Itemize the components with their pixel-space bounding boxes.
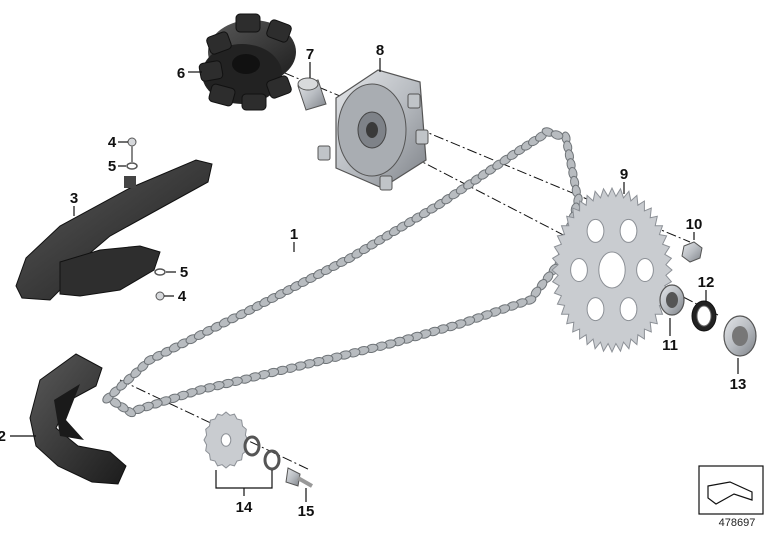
sprocket-hub xyxy=(220,433,232,447)
drive-chain xyxy=(102,127,583,418)
callout-12: 12 xyxy=(698,274,715,291)
washer-lower xyxy=(154,268,166,276)
axis-line-lower xyxy=(379,139,719,316)
sprocket-cutout xyxy=(619,297,638,322)
diagram-reference-number: 478697 xyxy=(718,517,756,529)
chain-guard-lower xyxy=(29,353,127,485)
sprocket-cutout xyxy=(570,258,588,282)
sprocket-cutout xyxy=(636,258,654,282)
sprocket-cutout xyxy=(586,297,605,322)
front-sprocket xyxy=(203,411,249,469)
chain-slider-upper xyxy=(15,159,213,301)
spacer-bush xyxy=(723,315,757,357)
screw-upper xyxy=(127,137,137,162)
sprocket-cutout xyxy=(586,218,605,243)
drive-flange-hub xyxy=(317,69,429,191)
chain-link xyxy=(550,130,564,140)
arrow-symbol-icon xyxy=(707,481,753,505)
callout-3: 3 xyxy=(70,190,78,207)
callout-1: 1 xyxy=(290,226,298,243)
cush-drive-rubbers xyxy=(198,13,296,111)
leader-lines xyxy=(10,58,739,502)
sprocket-cutout xyxy=(619,218,638,243)
callout-7: 7 xyxy=(306,46,314,63)
callout-10: 10 xyxy=(686,216,703,233)
callout-labels: 1 2 3 4 4 5 5 6 7 8 9 10 11 12 13 14 15 xyxy=(0,42,746,520)
washer-upper xyxy=(126,162,138,170)
callout-13: 13 xyxy=(730,376,747,393)
callout-11: 11 xyxy=(662,337,678,354)
screw-lower xyxy=(155,291,165,301)
callout-2: 2 xyxy=(0,428,6,445)
reference-symbol-box xyxy=(698,465,764,515)
callout-5-lower: 5 xyxy=(180,264,188,281)
spacer-sleeve xyxy=(297,77,327,111)
callout-4-lower: 4 xyxy=(178,288,187,305)
sprocket-washers xyxy=(243,435,281,471)
callout-15: 15 xyxy=(298,503,315,520)
callout-4-upper: 4 xyxy=(108,134,117,151)
callout-9: 9 xyxy=(620,166,628,183)
shaft-seal xyxy=(691,300,717,332)
collar-nut xyxy=(681,241,703,263)
rear-sprocket xyxy=(551,186,673,354)
callout-5-upper: 5 xyxy=(108,158,116,175)
sprocket-hub xyxy=(598,251,626,289)
sprocket-bolt xyxy=(285,467,313,488)
callout-6: 6 xyxy=(177,65,185,82)
callout-8: 8 xyxy=(376,42,384,59)
ball-bearing xyxy=(659,284,685,316)
callout-14: 14 xyxy=(236,499,253,516)
